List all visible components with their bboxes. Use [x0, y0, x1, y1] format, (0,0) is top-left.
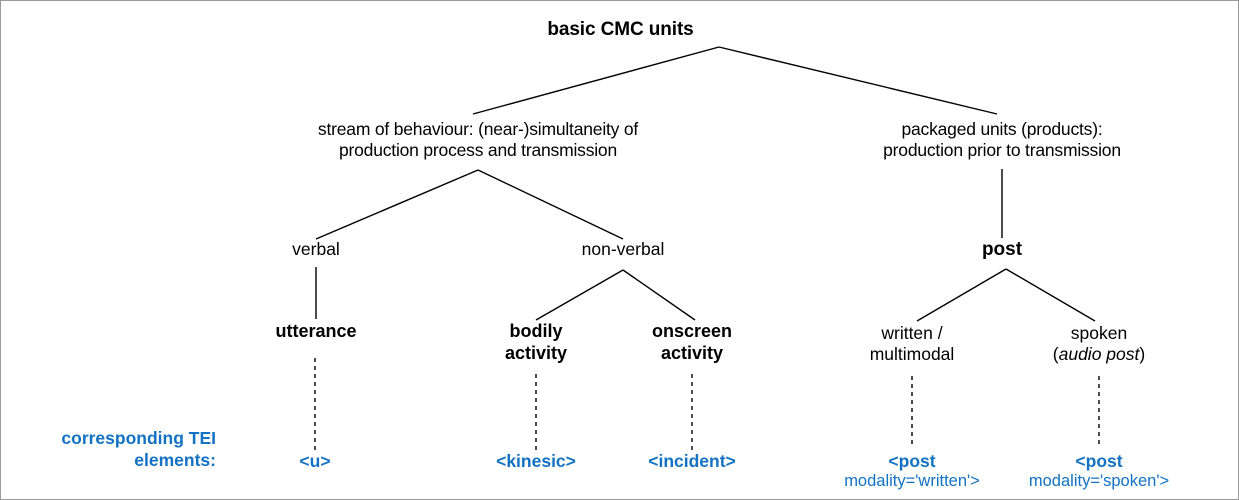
tei-element-post-written: <post modality='written'>: [812, 451, 1012, 492]
tei-element-incident-tag: <incident>: [648, 451, 736, 471]
node-bodily-activity-line2: activity: [504, 342, 568, 363]
tei-element-kinesic: <kinesic>: [456, 451, 616, 472]
edge-nonverbal-to-bodily: [535, 269, 624, 321]
node-verbal: verbal: [216, 239, 416, 260]
node-spoken-audio-post-italic: audio post: [1058, 344, 1140, 365]
edge-stream-to-nonverbal: [477, 169, 624, 240]
node-utterance: utterance: [216, 321, 416, 343]
node-packaged-units-line1: packaged units (products):: [901, 119, 1103, 139]
node-bodily-activity-line1: bodily: [509, 321, 563, 341]
tei-element-u: <u>: [235, 451, 395, 472]
node-verbal-label: verbal: [292, 239, 340, 259]
tei-element-incident: <incident>: [612, 451, 772, 472]
node-post: post: [902, 238, 1102, 261]
node-stream-of-behaviour: stream of behaviour: (near-)simultaneity…: [178, 119, 778, 162]
tei-element-post-spoken-tag: <post: [1075, 451, 1123, 471]
node-bodily-activity: bodily activity: [446, 321, 626, 365]
node-spoken-paren-open: (: [1052, 344, 1059, 365]
tei-element-post-written-tag: <post: [888, 451, 936, 471]
node-written-multimodal-line1: written /: [881, 323, 943, 343]
node-written-multimodal: written / multimodal: [822, 323, 1002, 366]
edge-root-to-stream: [472, 46, 720, 115]
tei-element-u-tag: <u>: [299, 451, 331, 471]
node-onscreen-activity: onscreen activity: [602, 321, 782, 365]
node-non-verbal: non-verbal: [523, 239, 723, 260]
corresponding-tei-elements-line1: corresponding TEI: [61, 428, 216, 448]
node-non-verbal-label: non-verbal: [581, 239, 665, 259]
node-post-label: post: [981, 239, 1023, 260]
node-basic-cmc-units-label: basic CMC units: [547, 19, 694, 40]
edge-stream-to-verbal: [315, 169, 479, 240]
tei-element-post-written-attr: modality='written'>: [844, 472, 980, 490]
tei-element-post-spoken: <post modality='spoken'>: [999, 451, 1199, 492]
edge-post-to-written: [916, 268, 1007, 322]
node-onscreen-activity-line1: onscreen: [651, 321, 733, 341]
corresponding-tei-elements-line2: elements:: [134, 449, 216, 470]
node-written-multimodal-line2: multimodal: [869, 344, 955, 365]
edge-nonverbal-to-onscreen: [622, 269, 696, 321]
node-stream-of-behaviour-line2: production process and transmission: [338, 140, 617, 161]
node-utterance-label: utterance: [275, 321, 357, 341]
node-packaged-units-line2: production prior to transmission: [883, 140, 1121, 161]
node-stream-of-behaviour-line1: stream of behaviour: (near-)simultaneity…: [317, 119, 639, 139]
edge-post-to-spoken: [1005, 268, 1096, 322]
tei-element-post-spoken-attr: modality='spoken'>: [1028, 472, 1170, 490]
node-spoken-audio-post-line1: spoken: [1070, 323, 1128, 343]
edge-root-to-packaged: [718, 46, 998, 115]
node-spoken-audio-post-line2: (audio post): [1009, 344, 1189, 365]
node-onscreen-activity-line2: activity: [660, 342, 724, 363]
node-basic-cmc-units: basic CMC units: [1, 18, 1238, 41]
tei-element-kinesic-tag: <kinesic>: [496, 451, 576, 471]
node-spoken-audio-post: spoken (audio post): [1009, 323, 1189, 366]
node-packaged-units: packaged units (products): production pr…: [762, 119, 1238, 162]
node-spoken-paren-close: ): [1139, 344, 1146, 365]
corresponding-tei-elements-label: corresponding TEI elements:: [1, 428, 216, 472]
